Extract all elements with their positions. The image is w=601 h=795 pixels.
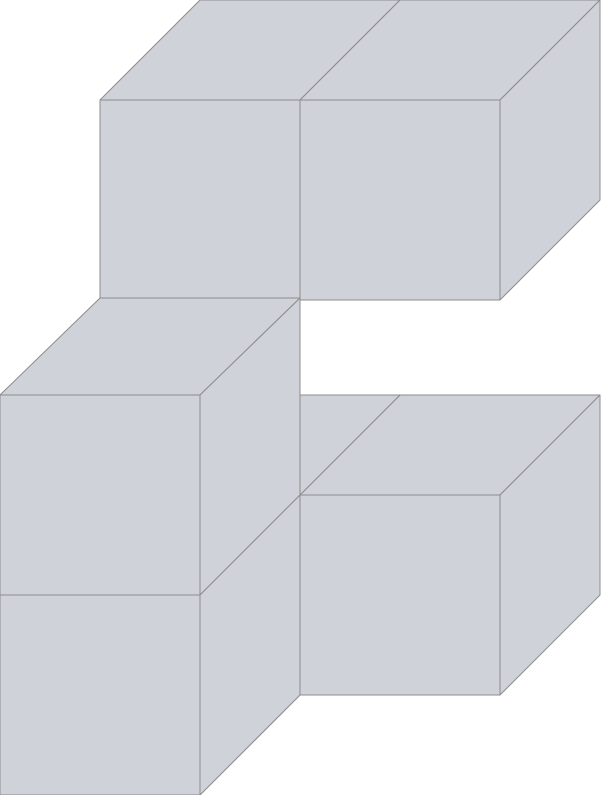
cube-top-right <box>299 0 601 301</box>
cube-top-left-front-face <box>99 99 301 301</box>
cube-left-bottom-front-face <box>0 594 201 795</box>
cube-left-middle <box>0 297 301 596</box>
cube-left-bottom <box>0 494 301 795</box>
cube-top-right-front-face <box>299 99 501 301</box>
cube-lower-right-front-face <box>299 494 501 696</box>
cube-top-left <box>99 0 401 301</box>
cube-lower-right <box>299 394 601 696</box>
cube-left-middle-front-face <box>0 394 201 596</box>
